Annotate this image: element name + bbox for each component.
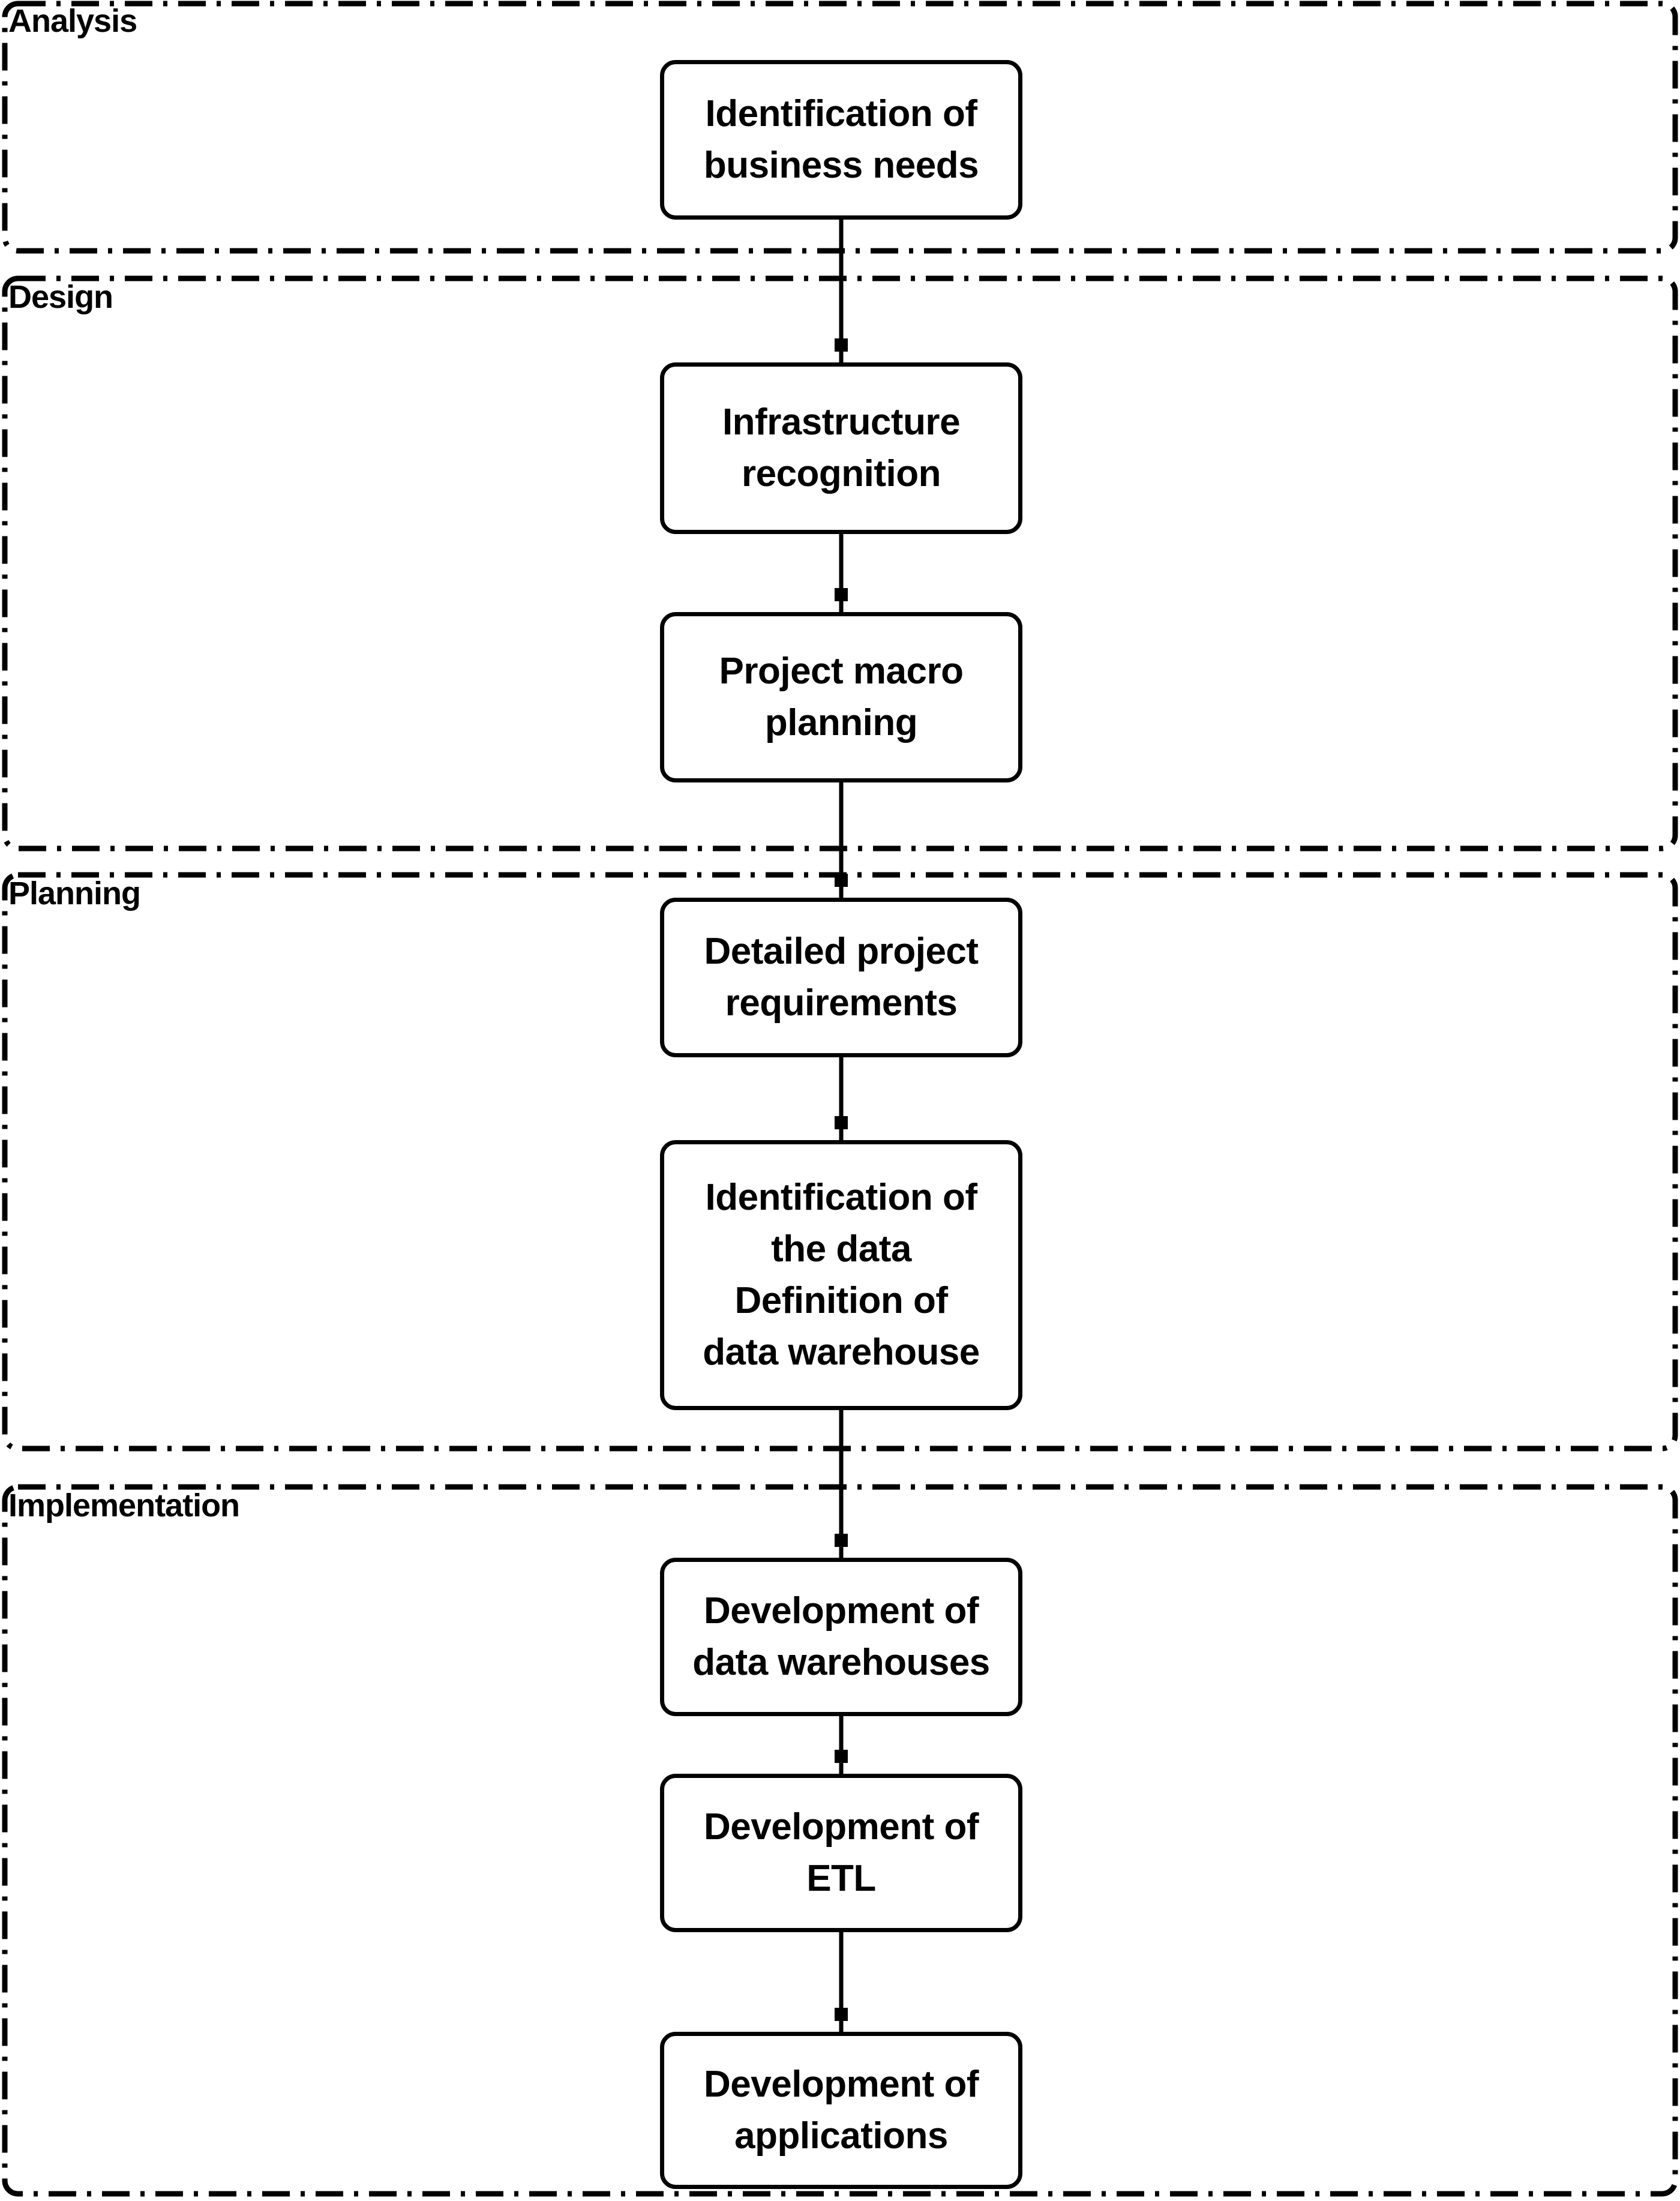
node-line: Identification of: [705, 1177, 977, 1218]
node-line: requirements: [725, 982, 958, 1024]
node-line: Identification of: [705, 93, 977, 134]
node-line: the data: [771, 1228, 911, 1270]
phase-label-planning: Planning: [8, 875, 141, 911]
phase-label-design: Design: [8, 279, 113, 315]
arrowhead-c7: [835, 2008, 848, 2021]
node-identification-business-needs[interactable]: Identification of business needs: [660, 60, 1022, 220]
node-line: Infrastructure: [722, 401, 961, 443]
node-line: planning: [764, 702, 918, 743]
node-development-data-warehouses[interactable]: Development of data warehouses: [660, 1558, 1022, 1716]
node-identification-data-definition-dw[interactable]: Identification of the data Definition of…: [660, 1140, 1022, 1410]
arrowhead-c2: [835, 588, 848, 601]
node-project-macro-planning[interactable]: Project macro planning: [660, 612, 1022, 782]
node-line: data warehouse: [703, 1332, 980, 1373]
node-line: recognition: [741, 453, 941, 494]
node-development-applications[interactable]: Development of applications: [660, 2032, 1022, 2189]
node-detailed-project-requirements[interactable]: Detailed project requirements: [660, 898, 1022, 1057]
node-line: applications: [734, 2115, 948, 2157]
phase-label-analysis: Analysis: [8, 3, 137, 39]
node-infrastructure-recognition[interactable]: Infrastructure recognition: [660, 362, 1022, 534]
arrowhead-c4: [835, 1116, 848, 1129]
node-line: Project macro: [719, 650, 964, 692]
connectors-group: [835, 220, 848, 2032]
phase-label-implementation: Implementation: [8, 1488, 240, 1524]
node-line: Definition of: [734, 1280, 948, 1321]
node-line: Detailed project: [704, 931, 979, 972]
node-development-etl[interactable]: Development of ETL: [660, 1774, 1022, 1932]
arrowhead-c5: [835, 1534, 848, 1547]
arrowhead-c3: [835, 874, 848, 887]
node-line: ETL: [806, 1858, 876, 1899]
arrowhead-c6: [835, 1750, 848, 1763]
node-line: data warehouses: [692, 1642, 990, 1683]
node-line: Development of: [703, 1806, 979, 1848]
node-line: Development of: [703, 1590, 979, 1632]
arrowhead-c1: [835, 338, 848, 352]
node-line: Development of: [703, 2064, 979, 2105]
node-line: business needs: [703, 145, 979, 186]
